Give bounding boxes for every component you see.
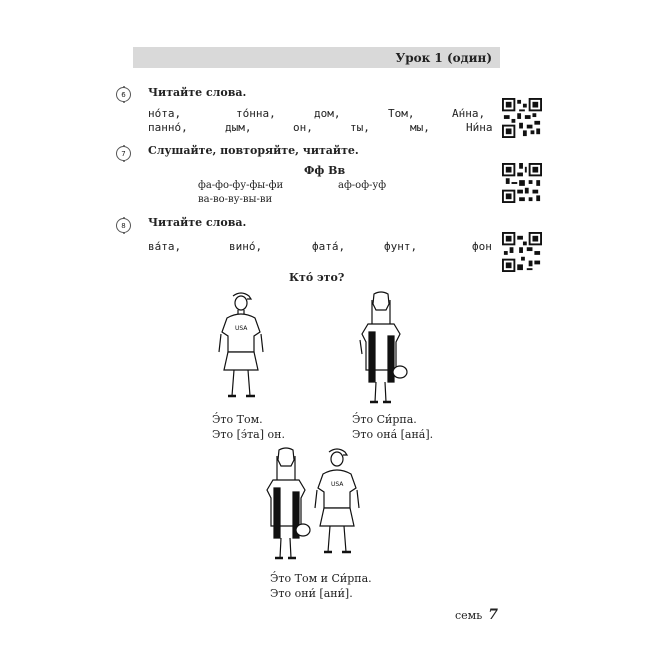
question-heading: Кто́ это? (289, 271, 345, 284)
word: фата́, (312, 240, 346, 253)
sirpa-illustration (359, 291, 408, 404)
letters-heading: Фф Вв (304, 164, 346, 177)
word: дым, (225, 121, 252, 134)
word: фон (472, 240, 492, 253)
word: ты, (350, 121, 370, 134)
caption-line: Это они́ [ани́]. (270, 587, 353, 600)
qr-code-icon[interactable] (502, 98, 542, 138)
caption-line: Э́то Том и Си́рпа. (270, 572, 372, 585)
qr-code-icon[interactable] (502, 232, 542, 272)
exercise-number-6: 6 (116, 86, 131, 103)
svg-text:USA: USA (235, 325, 248, 332)
word: мы, (410, 121, 430, 134)
word: то́нна, (236, 107, 276, 120)
word: он, (293, 121, 313, 134)
word: дом, (314, 107, 341, 120)
lesson-title: Урок 1 (один) (395, 50, 492, 65)
caption-line: Это [э́та] он. (212, 428, 285, 441)
page-footer: семь 7 (455, 607, 498, 623)
exercise-number-7: 7 (116, 145, 131, 162)
caption-line: Э́то Си́рпа. (352, 413, 417, 426)
tom-illustration: USA (218, 292, 264, 398)
word: ва́та, (148, 240, 182, 253)
caption-line: Э́то Том. (212, 413, 263, 426)
word: фунт, (384, 240, 418, 253)
page-number: 7 (488, 607, 498, 623)
caption-line: Это она́ [ана́]. (352, 428, 434, 441)
word: Том, (388, 107, 415, 120)
exercise-number-8: 8 (116, 217, 131, 234)
syllable-drill: аф-оф-уф (338, 180, 387, 191)
qr-code-icon[interactable] (502, 163, 542, 203)
svg-text:USA: USA (331, 481, 344, 488)
exercise-title: Слушайте, повторяйте, читайте. (148, 144, 359, 157)
word: панно́, (148, 121, 188, 134)
word: вино́, (229, 240, 263, 253)
tom-and-sirpa-illustration: USA (266, 447, 360, 560)
page-number-word: семь (455, 609, 483, 622)
exercise-title: Читайте слова. (148, 216, 247, 229)
syllable-drill: фа-фо-фу-фы-фи (198, 180, 284, 191)
syllable-drill: ва-во-ву-вы-ви (198, 194, 273, 205)
word: но́та, (148, 107, 182, 120)
word: А́нна, (452, 107, 486, 120)
word: Ни́на (466, 121, 493, 134)
exercise-title: Читайте слова. (148, 86, 247, 99)
lesson-header: Урок 1 (один) (133, 47, 500, 68)
